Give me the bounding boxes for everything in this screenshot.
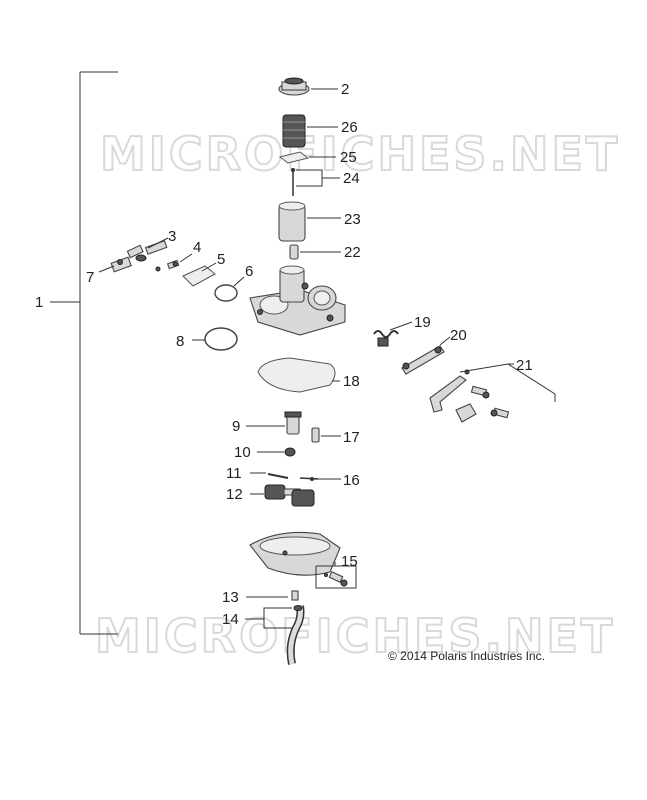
assembly-bracket <box>50 71 118 635</box>
watermark-bottom: MICROFICHES.NET <box>95 609 615 663</box>
part-18-gasket <box>257 357 336 393</box>
part-12-float <box>264 484 315 507</box>
callout-2: 2 <box>341 81 349 98</box>
part-25-retainer <box>278 151 310 164</box>
part-20-lever <box>401 345 445 375</box>
callout-1: 1 <box>35 294 43 311</box>
callout-3: 3 <box>168 228 176 245</box>
part-2-cap <box>278 77 310 96</box>
callout-18: 18 <box>343 373 360 390</box>
callout-7: 7 <box>86 269 94 286</box>
part-3-screw-set <box>126 240 168 272</box>
callout-11: 11 <box>226 465 242 482</box>
callout-25: 25 <box>340 149 357 166</box>
callout-23: 23 <box>344 211 361 228</box>
part-10-nut <box>284 447 296 457</box>
part-4-screw <box>166 259 180 270</box>
callout-19: 19 <box>414 314 431 331</box>
callout-4: 4 <box>193 239 201 256</box>
part-17-pilot-jet <box>311 427 320 443</box>
part-21-bracket <box>429 369 510 423</box>
part-22-jet <box>289 244 299 260</box>
part-14-hose <box>286 605 305 665</box>
callout-20: 20 <box>450 327 467 344</box>
callout-22: 22 <box>344 244 361 261</box>
callout-8: 8 <box>176 333 184 350</box>
part-13-fitting <box>291 590 299 601</box>
callout-21: 21 <box>516 357 533 374</box>
part-7-screw <box>110 256 132 273</box>
callout-5: 5 <box>217 251 225 268</box>
part-11-float-pin <box>267 473 289 479</box>
callout-26: 26 <box>341 119 358 136</box>
callout-16: 16 <box>343 472 360 489</box>
part-6-o-ring <box>214 284 238 302</box>
callout-13: 13 <box>222 589 239 606</box>
float-bowl <box>249 531 341 576</box>
part-8-o-ring <box>204 327 238 351</box>
callout-6: 6 <box>245 263 253 280</box>
part-16-needle-valve <box>299 477 319 481</box>
part-23-slide <box>278 201 306 242</box>
callout-14: 14 <box>222 611 239 628</box>
copyright-text: © 2014 Polaris Industries Inc. <box>388 649 545 663</box>
watermark-top: MICROFICHES.NET <box>100 127 620 181</box>
callout-12: 12 <box>226 486 243 503</box>
part-19-spring <box>373 330 399 347</box>
callout-17: 17 <box>343 429 360 446</box>
callout-9: 9 <box>232 418 240 435</box>
callout-24: 24 <box>343 170 360 187</box>
carburetor-body <box>249 265 346 336</box>
part-15-drain-screw <box>324 571 348 587</box>
callout-10: 10 <box>234 444 251 461</box>
part-26-spring <box>282 114 306 148</box>
callout-15: 15 <box>341 553 358 570</box>
part-24-needle <box>291 168 295 196</box>
part-9-jet-holder <box>284 411 302 435</box>
part-5-cover <box>182 265 216 287</box>
